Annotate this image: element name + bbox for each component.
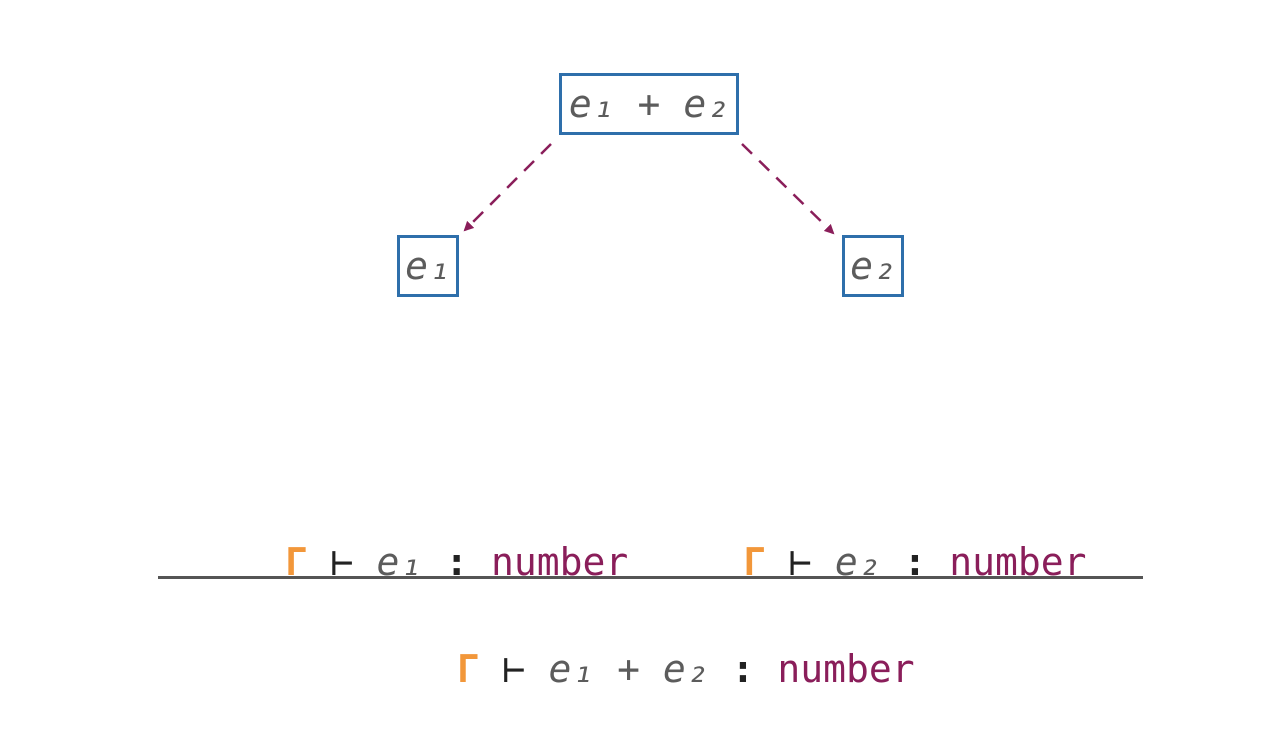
conclusion-left-term: e₁ [548, 647, 595, 691]
tree-node-right-child: e₂ [842, 235, 904, 297]
conclusion-plus-operator: + [617, 647, 640, 691]
edge-root-to-left [463, 143, 552, 232]
conclusion-colon: : [731, 647, 755, 691]
premise-2-context: Γ [743, 540, 767, 584]
premise-1-term: e₁ [376, 540, 423, 584]
conclusion-type: number [777, 647, 915, 691]
conclusion-turnstile: ⊢ [502, 647, 526, 691]
premise-2-colon: : [903, 540, 927, 584]
premise-2-type: number [949, 540, 1087, 584]
conclusion-right-term: e₂ [662, 647, 709, 691]
tree-node-root: e₁ + e₂ [559, 73, 739, 135]
left-child-term: e₁ [405, 244, 451, 288]
premise-2-term: e₂ [834, 540, 881, 584]
conclusion-context: Γ [456, 647, 480, 691]
root-plus-operator: + [637, 82, 661, 126]
premise-2: Γ ⊢ e₂ : number [743, 543, 1086, 581]
rule-conclusion: Γ ⊢ e₁ + e₂ : number [0, 612, 1280, 726]
premise-1-colon: : [445, 540, 469, 584]
premise-1-context: Γ [284, 540, 308, 584]
premise-1-turnstile: ⊢ [330, 540, 354, 584]
right-child-term: e₂ [850, 244, 896, 288]
inference-rule-line [158, 576, 1143, 579]
tree-node-left-child: e₁ [397, 235, 459, 297]
edge-root-to-right [741, 143, 835, 235]
root-right-term: e₂ [683, 82, 730, 126]
premise-1: Γ ⊢ e₁ : number [285, 543, 628, 581]
premise-1-type: number [490, 540, 629, 584]
premise-2-turnstile: ⊢ [789, 540, 812, 584]
root-left-term: e₁ [568, 82, 615, 126]
